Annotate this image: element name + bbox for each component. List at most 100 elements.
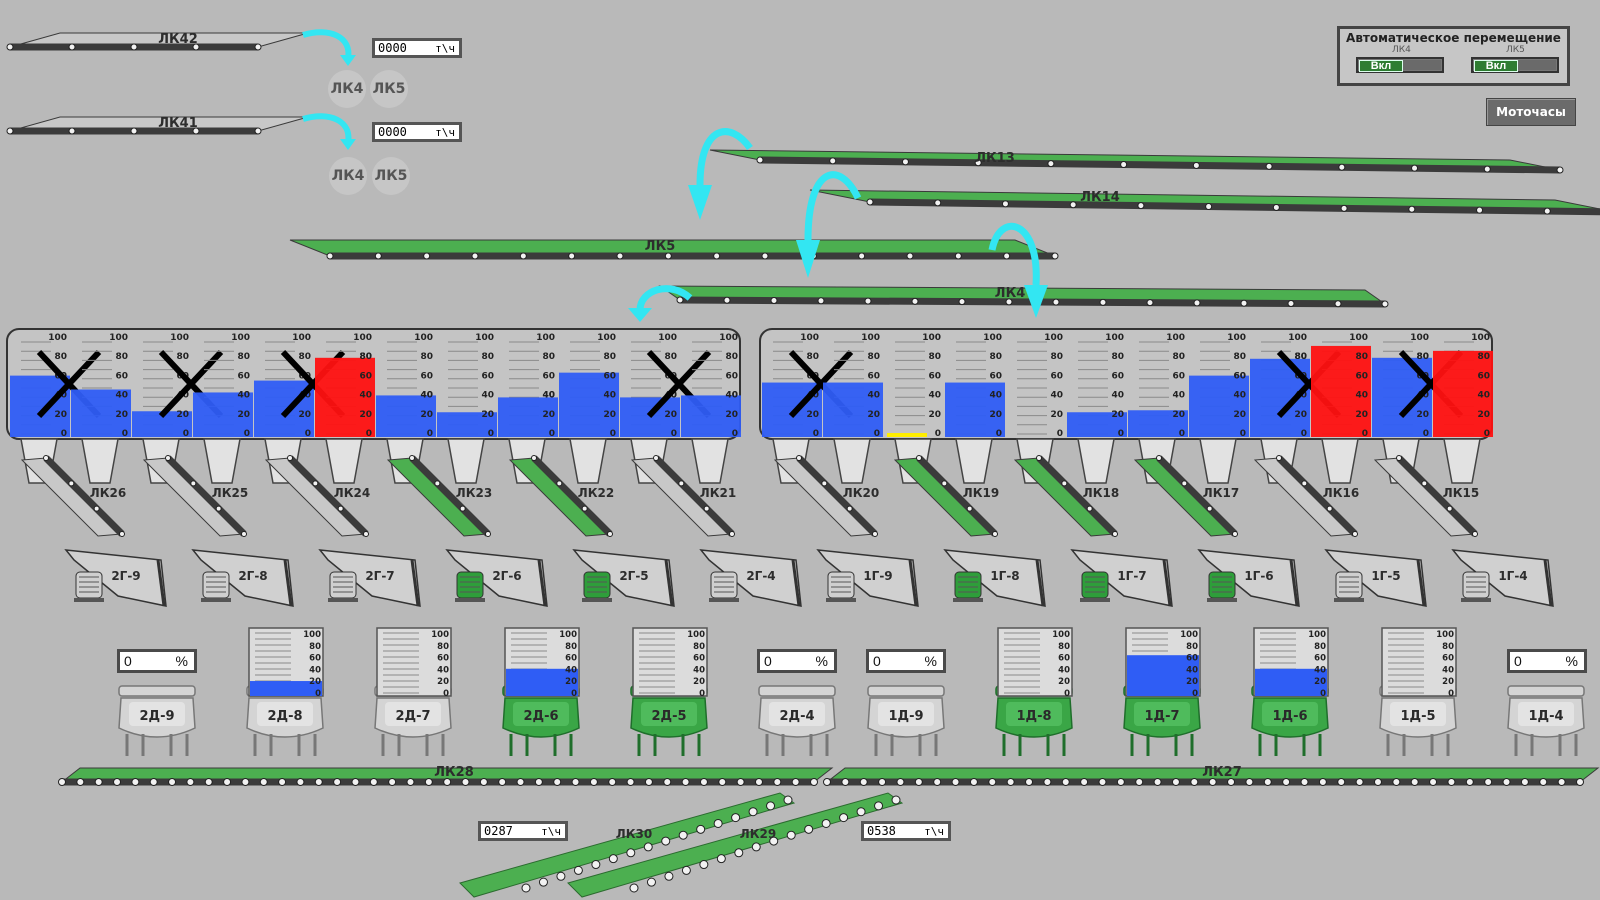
gauge-scale-label: 40 — [693, 665, 705, 675]
gauge-scale-label: 20 — [693, 677, 705, 687]
belt-roller — [406, 778, 415, 786]
crusher-motor — [329, 571, 357, 599]
silo-scale-label: 100 — [292, 333, 311, 343]
output-belt-surface — [459, 792, 796, 898]
silo-scale-label: 100 — [1349, 333, 1368, 343]
crusher: 2Г-5 — [572, 549, 675, 607]
gauge-scale-label: 60 — [693, 654, 705, 664]
belt-roller — [278, 778, 287, 786]
gauge-scale-label: 40 — [1314, 665, 1326, 675]
belt-roller — [1483, 165, 1491, 173]
silo-scale-label: 20 — [725, 410, 738, 420]
belt-roller — [1206, 505, 1213, 512]
route-lk41-to-lk5-button[interactable]: ЛК5 — [372, 157, 410, 195]
silo-scale-label: 60 — [1111, 371, 1124, 381]
feeder-label: ЛК17 — [1203, 486, 1239, 500]
crusher-edge — [410, 559, 420, 607]
belt-roller — [1556, 166, 1564, 174]
belt-roller — [958, 298, 966, 306]
rate-value: 0287 — [484, 824, 513, 838]
crusher-motor — [1208, 571, 1236, 599]
belt-roller — [823, 778, 831, 786]
silo-scale-label: 100 — [1227, 333, 1246, 343]
route-lk41-to-lk4-button[interactable]: ЛК4 — [329, 157, 367, 195]
crusher: 2Г-9 — [64, 549, 167, 607]
silo-hopper — [203, 438, 241, 484]
belt-roller — [1520, 778, 1529, 786]
silo: 10080604020040200 — [193, 333, 253, 484]
belt-roller — [6, 127, 14, 135]
feeder-frame — [1156, 455, 1238, 537]
belt-roller — [287, 455, 293, 461]
motor-base — [953, 598, 983, 602]
motor-base — [74, 598, 104, 602]
belt-roller — [1086, 505, 1093, 512]
belt-roller — [829, 157, 837, 165]
gauge-scale-label: 0 — [571, 689, 577, 699]
dryer-gauge-level — [1127, 655, 1199, 696]
belt-roller — [1392, 778, 1401, 786]
auto-move-lk5-toggle[interactable]: Вкл — [1471, 57, 1559, 73]
belt-roller — [1052, 298, 1060, 306]
belt-roller — [1337, 778, 1346, 786]
belt-roller — [846, 505, 853, 512]
silo-scale-label: 20 — [603, 410, 616, 420]
belt-roller — [878, 778, 887, 786]
belt-roller — [1069, 201, 1077, 209]
motohours-button[interactable]: Моточасы — [1486, 98, 1576, 126]
route-lk42-to-lk5-button[interactable]: ЛК5 — [370, 70, 408, 108]
crusher: 1Г-9 — [816, 549, 919, 607]
crusher-label: 2Г-5 — [619, 569, 648, 583]
transfer-arrow-head — [340, 139, 356, 150]
silo-scale-label: 80 — [1294, 352, 1307, 362]
belt-roller — [914, 778, 923, 786]
belt-roller — [934, 199, 942, 207]
belt-roller — [1205, 203, 1213, 211]
silo-level — [1189, 375, 1249, 437]
belt-roller — [1135, 778, 1144, 786]
silo-scale-label: 80 — [1050, 352, 1063, 362]
belt-roller — [1036, 455, 1042, 461]
silo-scale-label: 0 — [244, 429, 250, 439]
belt-roller — [326, 252, 334, 260]
dryer-label: 2Д-9 — [139, 709, 174, 724]
belt-roller — [461, 778, 470, 786]
feeder-label: ЛК24 — [334, 486, 370, 500]
crusher: 1Г-8 — [943, 549, 1046, 607]
rate-display-lk30: 0287 т\ч — [478, 821, 568, 841]
conveyor-lk14-frame — [869, 198, 1600, 216]
silo-scale-label: 20 — [1294, 410, 1307, 420]
gauge-scale-label: 40 — [1186, 665, 1198, 675]
crusher-edge — [664, 559, 674, 607]
route-lk42-to-lk4-button[interactable]: ЛК4 — [328, 70, 366, 108]
belt-roller — [1355, 778, 1364, 786]
silo-scale-label: 40 — [725, 391, 738, 401]
silo-scale-label: 60 — [115, 371, 128, 381]
silo-scale-label: 0 — [183, 429, 189, 439]
motor-base — [455, 598, 485, 602]
belt-roller — [966, 505, 973, 512]
percent-value: 0 — [764, 653, 772, 669]
auto-move-lk4-toggle[interactable]: Вкл — [1356, 57, 1444, 73]
silo-scale-label: 20 — [989, 410, 1002, 420]
belt-roller — [1539, 778, 1548, 786]
gauge-scale-label: 20 — [1314, 677, 1326, 687]
crusher-label: 2Г-8 — [238, 569, 267, 583]
belt-roller — [1153, 778, 1162, 786]
belt-roller — [93, 505, 100, 512]
toggle-on-state: Вкл — [1359, 60, 1403, 72]
silo-scale-label: 100 — [1410, 333, 1429, 343]
feeder-conveyor: ЛК24 — [264, 455, 370, 537]
percent-unit: % — [815, 653, 828, 669]
crusher-label: 1Г-6 — [1244, 569, 1273, 583]
silo: 100806040200200 — [437, 333, 497, 484]
silo-scale-label: 80 — [420, 352, 433, 362]
belt-roller — [1192, 161, 1200, 169]
silo-scale-label: 60 — [420, 371, 433, 381]
feeder-label: ЛК20 — [843, 486, 879, 500]
rate-display-lk42: 0000 т\ч — [372, 38, 462, 58]
crusher-label: 1Г-7 — [1117, 569, 1146, 583]
belt-roller — [168, 778, 177, 786]
belt-roller — [761, 252, 769, 260]
